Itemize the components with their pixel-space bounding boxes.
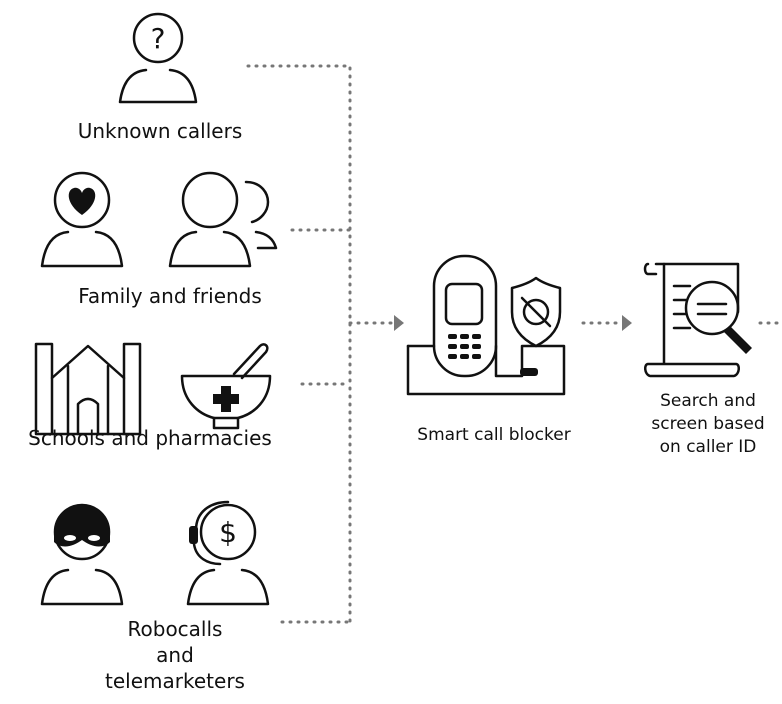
unknown-person-icon: ? <box>108 10 208 110</box>
label-robocalls-telemarketers: Robocalls and telemarketers <box>60 616 290 694</box>
masked-person-icon <box>32 500 132 610</box>
label-search-screen: Search and screen based on caller ID <box>634 390 782 459</box>
connector-trunk <box>246 64 352 624</box>
label-line-and: and <box>156 643 194 667</box>
school-building-icon <box>32 338 144 440</box>
label-unknown-callers: Unknown callers <box>77 119 243 143</box>
mortar-pestle-icon <box>176 338 276 440</box>
arrow-to-blocker-icon <box>394 315 404 331</box>
label-line-telemarketers: telemarketers <box>105 669 245 693</box>
label-line-robocalls: Robocalls <box>127 617 223 641</box>
question-mark: ? <box>151 22 166 55</box>
cordless-phone-shield-icon <box>404 254 584 404</box>
group-people-icon <box>158 168 288 270</box>
label-line-search: Search and <box>660 391 756 411</box>
document-magnifier-icon <box>642 252 762 382</box>
label-schools-pharmacies: Schools and pharmacies <box>28 426 272 450</box>
arrow-to-screen-icon <box>622 315 632 331</box>
label-line-screen-based: screen based <box>651 414 765 434</box>
dollar-sign: $ <box>219 516 237 549</box>
label-smart-call-blocker: Smart call blocker <box>417 425 571 445</box>
telemarketer-headset-icon: $ <box>176 500 276 610</box>
heart-person-icon <box>32 168 132 270</box>
label-line-caller-id: on caller ID <box>659 437 757 457</box>
label-family-friends: Family and friends <box>78 284 262 308</box>
